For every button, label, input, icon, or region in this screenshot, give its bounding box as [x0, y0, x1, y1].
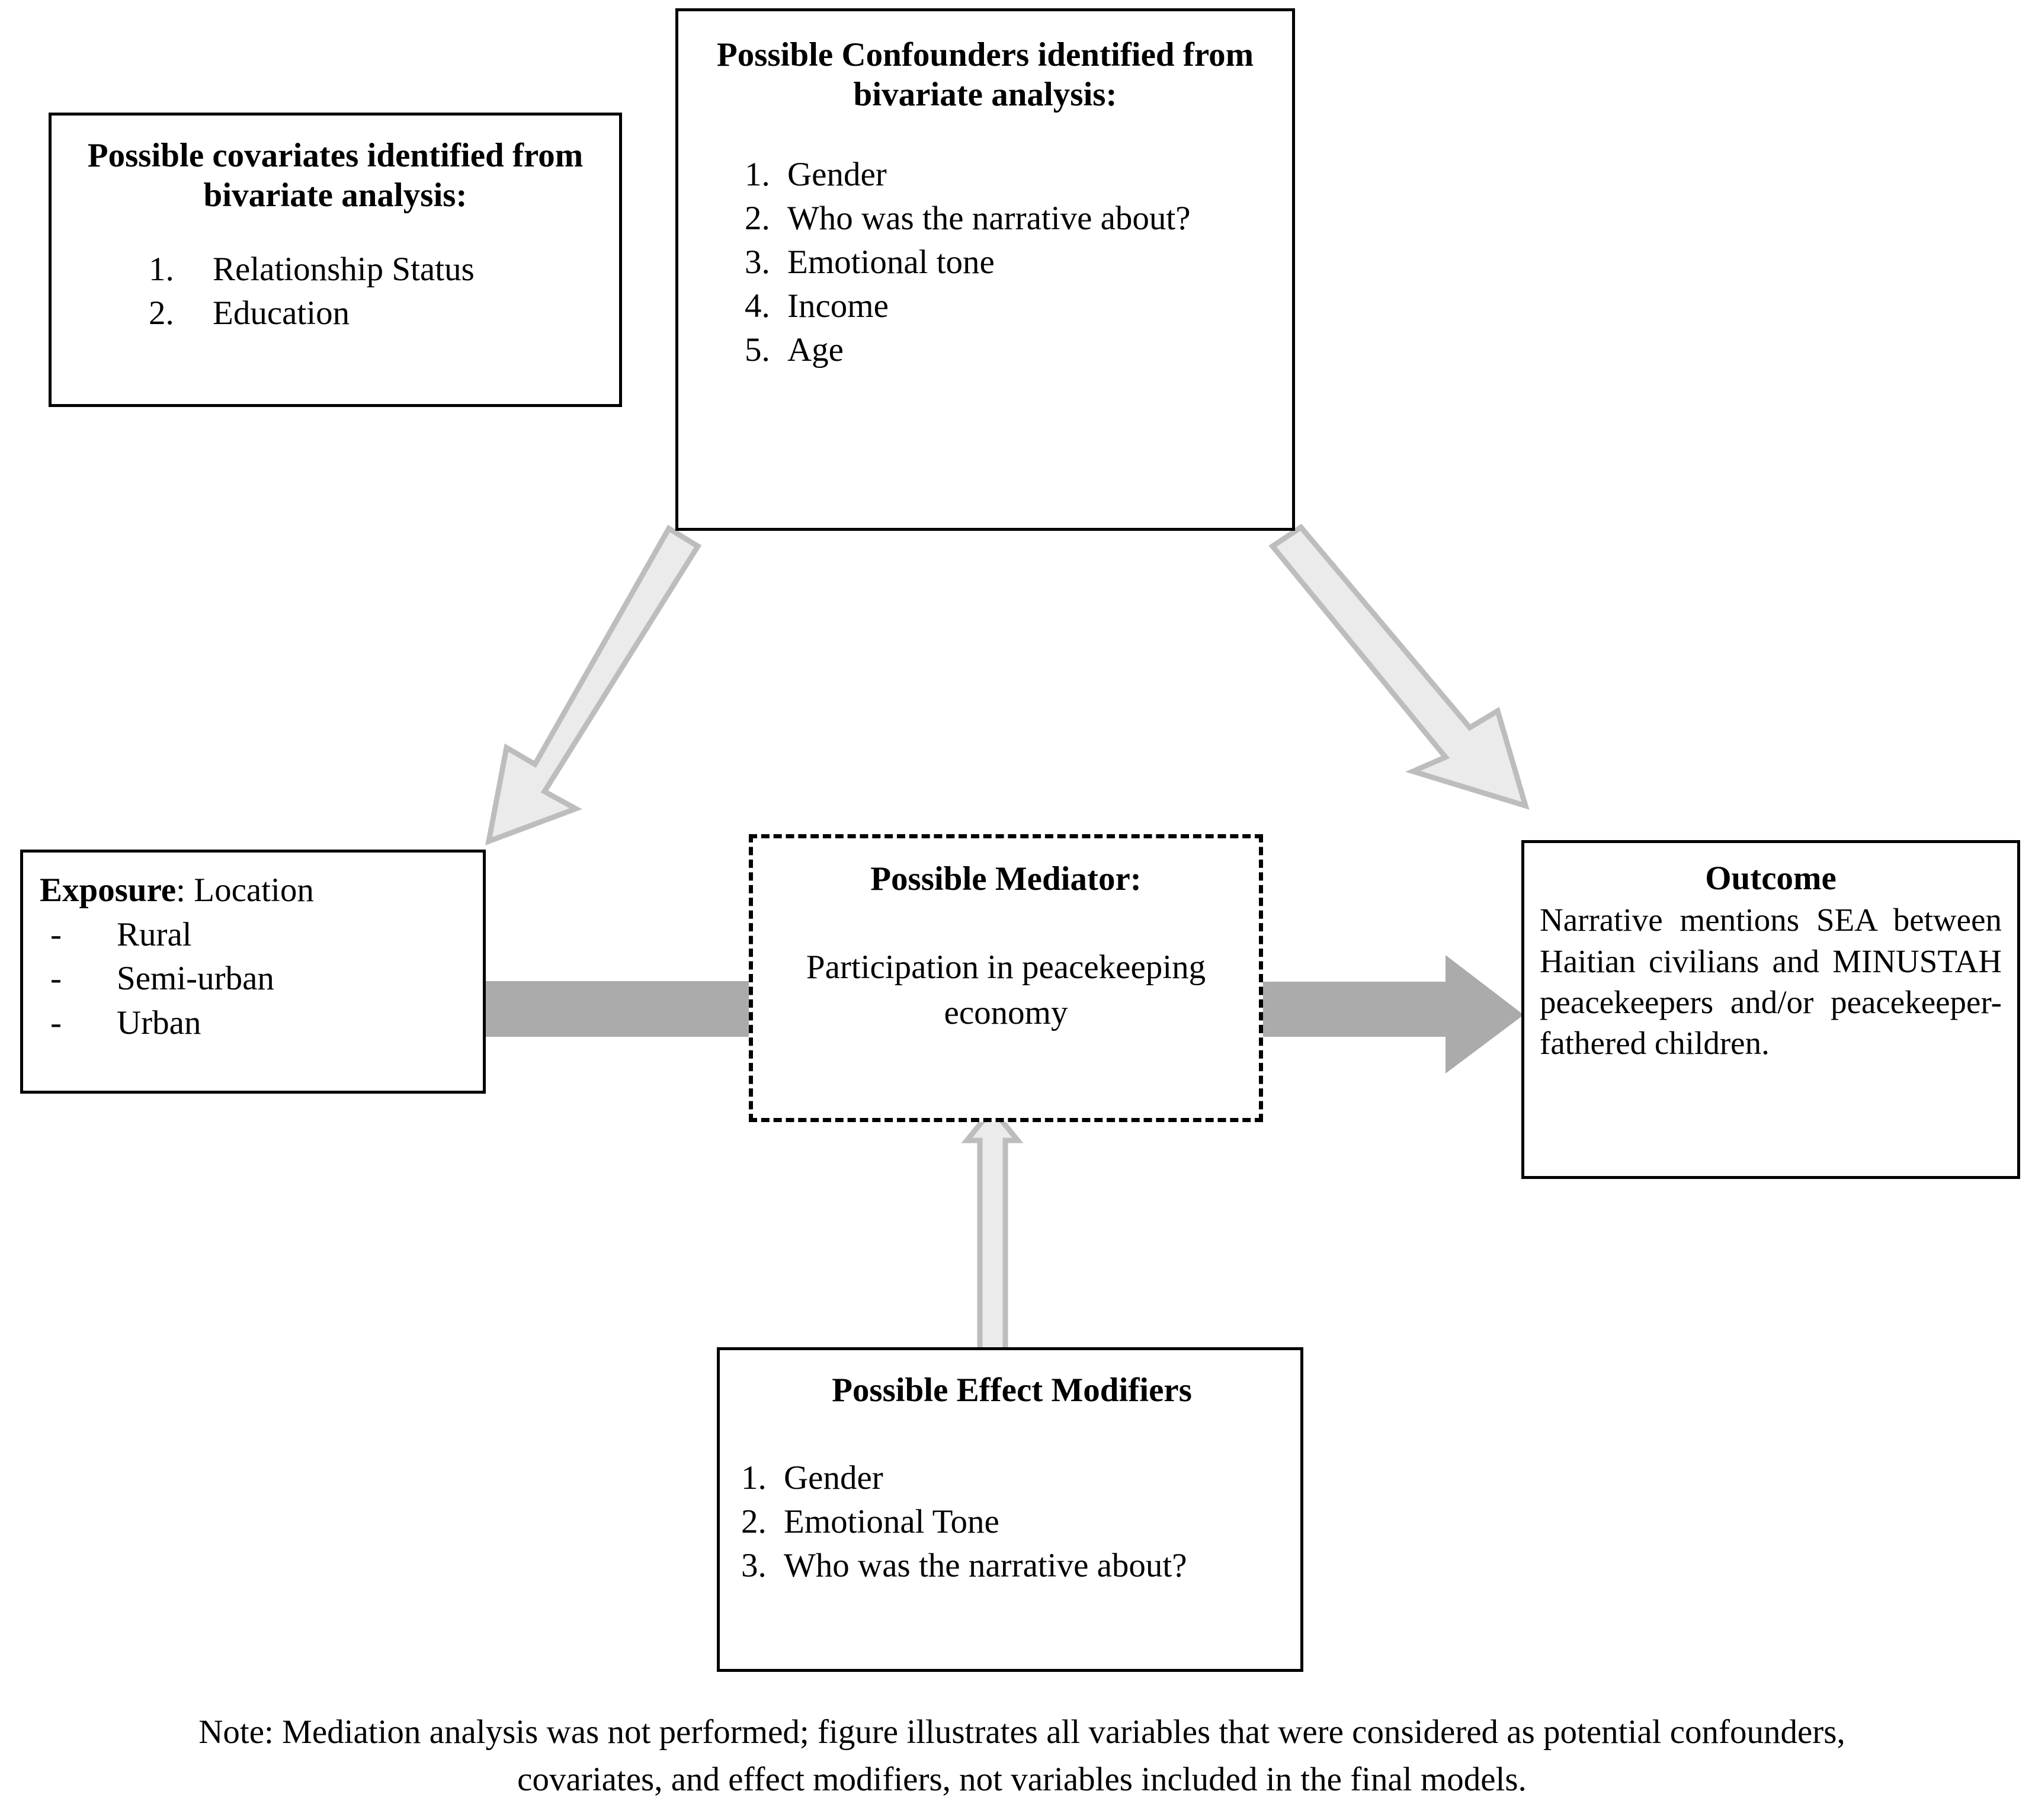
list-item: Emotional Tone: [741, 1500, 999, 1544]
list-item: Relationship Status: [149, 248, 475, 291]
effect-modifiers-title: Possible Effect Modifiers: [832, 1372, 1192, 1409]
arrow-confounders-to-outcome: [1268, 524, 1530, 810]
exposure-list: Rural Semi-urban Urban: [40, 913, 471, 1044]
list-item: Who was the narrative about?: [741, 1544, 1187, 1588]
arrow-exposure-to-mediator: [473, 981, 751, 1037]
exposure-value: Location: [194, 871, 314, 909]
arrow-mediator-to-outcome: [1241, 955, 1524, 1074]
confounders-list: Gender Who was the narrative about? Emot…: [745, 153, 1272, 373]
list-item: Rural: [40, 913, 471, 957]
mediator-box: Possible Mediator: Participation in peac…: [749, 834, 1263, 1122]
exposure-body: Rural Semi-urban Urban: [40, 913, 471, 1044]
list-item: Education: [149, 291, 350, 335]
effect-modifiers-list: Gender Emotional Tone Who was the narrat…: [741, 1456, 1283, 1588]
list-item: Income: [745, 284, 889, 328]
outcome-title: Outcome: [1705, 860, 1837, 897]
exposure-separator: :: [176, 871, 194, 909]
outcome-box: Outcome Narrative mentions SEA between H…: [1521, 840, 2020, 1179]
list-item: Gender: [741, 1456, 883, 1500]
list-item: Gender: [745, 153, 887, 197]
covariates-list: Relationship Status Education: [149, 248, 599, 335]
effect-modifiers-box: Possible Effect Modifiers Gender Emotion…: [717, 1347, 1303, 1672]
exposure-heading: Exposure: Location: [40, 870, 471, 911]
mediator-content: Possible Mediator: Participation in peac…: [749, 834, 1263, 1122]
covariates-title: Possible covariates identified from biva…: [87, 137, 584, 214]
arrow-confounders-to-exposure: [485, 524, 702, 846]
list-item: Who was the narrative about?: [745, 197, 1191, 241]
covariates-body: Relationship Status Education: [72, 248, 599, 335]
mediator-body: Participation in peacekeeping economy: [806, 949, 1206, 1031]
mediator-title: Possible Mediator:: [870, 860, 1142, 898]
list-item: Urban: [40, 1001, 471, 1045]
confounders-body: Gender Who was the narrative about? Emot…: [698, 153, 1272, 373]
covariates-box: Possible covariates identified from biva…: [49, 113, 622, 407]
figure-note: Note: Mediation analysis was not perform…: [198, 1713, 1845, 1798]
effect-modifiers-body: Gender Emotional Tone Who was the narrat…: [741, 1456, 1283, 1588]
outcome-body: Narrative mentions SEA between Haitian c…: [1540, 902, 2002, 1062]
arrow-modifiers-to-mediator: [961, 1104, 1024, 1356]
list-item: Emotional tone: [745, 241, 995, 284]
list-item: Age: [745, 328, 844, 372]
mediator-dashed-border: [749, 834, 1263, 1122]
confounders-box: Possible Confounders identified from biv…: [675, 8, 1295, 531]
list-item: Semi-urban: [40, 957, 471, 1001]
exposure-box: Exposure: Location Rural Semi-urban Urba…: [20, 850, 486, 1094]
exposure-label: Exposure: [40, 871, 177, 909]
confounders-title: Possible Confounders identified from biv…: [716, 36, 1254, 114]
